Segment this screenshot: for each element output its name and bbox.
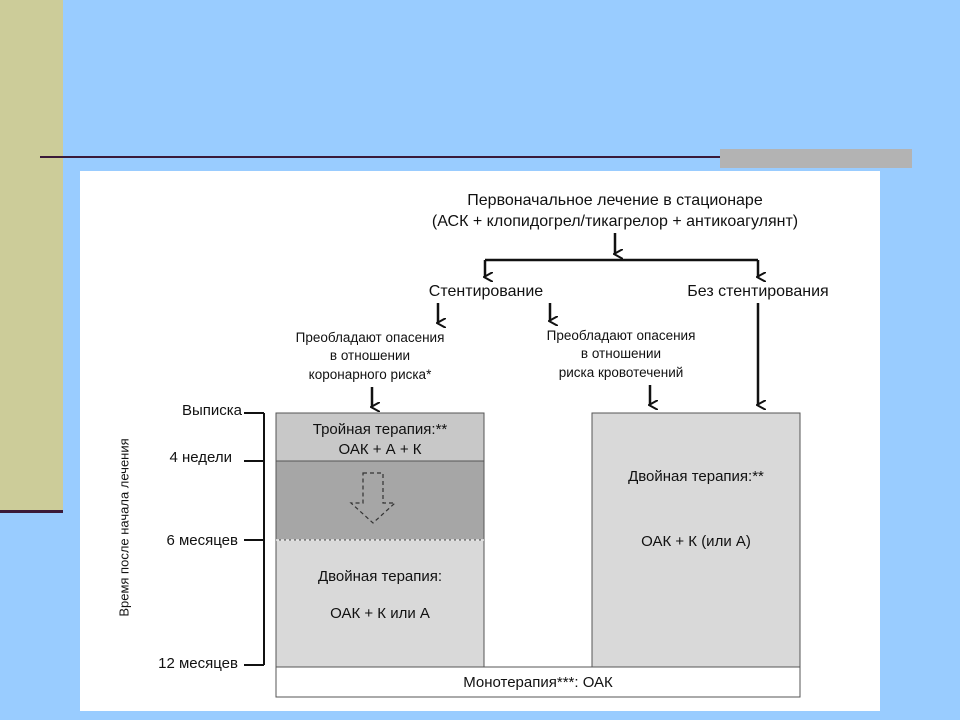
stripe-underline [0,510,63,513]
diagram-panel: Первоначальное лечение в стационаре (АСК… [80,171,880,711]
timeline-axis-label: Время после начала лечения [116,438,132,617]
stenting-label: Стентирование [428,283,544,300]
triple-therapy-regimen: ОАК + А + К [338,441,422,458]
coronary-concern-line3: коронарного риска* [308,367,432,382]
coronary-concern-line2: в отношении [329,348,411,363]
transition-box [275,460,485,541]
bleeding-concern-line3: риска кровотечений [558,365,684,380]
no-stenting-label: Без стентирования [687,283,829,300]
flowchart-graphics [244,233,801,698]
transition-arrow-icon [349,472,397,524]
bleeding-concern-line2: в отношении [580,346,662,361]
accent-bar [720,149,912,168]
left-decorative-stripe [0,0,63,512]
title-rule [40,156,912,158]
dual-therapy-right-box [591,412,801,668]
coronary-concern-line1: Преобладают опасения [295,330,445,345]
timeline-discharge-label: Выписка [181,402,242,419]
dual-right-title: Двойная терапия:** [628,468,764,485]
dual-left-regimen: ОАК + К или А [330,605,430,622]
monotherapy-label: Монотерапия***: ОАК [463,674,613,691]
triple-therapy-title: Тройная терапия:** [312,421,448,438]
timeline-6-months-label: 6 месяцев [166,532,238,549]
timeline-12-months-label: 12 месяцев [158,655,238,672]
bleeding-concern-line1: Преобладают опасения [546,328,696,343]
dual-therapy-left-box [275,539,485,668]
timeline-4-weeks-label: 4 недели [169,449,232,466]
dual-left-title: Двойная терапия: [317,568,443,585]
dual-right-regimen: ОАК + К (или А) [641,533,751,550]
initial-treatment-line2: (АСК + клопидогрел/тикагрелор + антикоаг… [431,213,799,230]
monotherapy-box [275,666,801,698]
initial-treatment-line1: Первоначальное лечение в стационаре [467,192,763,209]
